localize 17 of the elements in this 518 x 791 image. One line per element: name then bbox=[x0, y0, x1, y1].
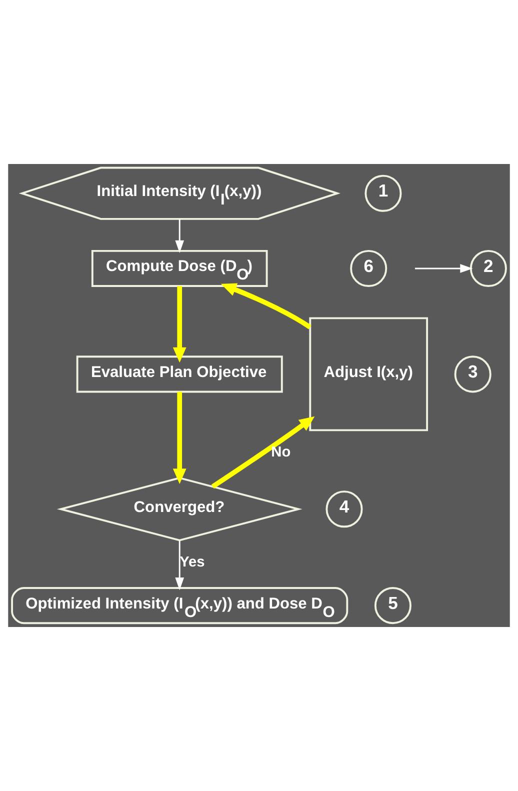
arrow bbox=[172, 286, 186, 363]
edge-label: No bbox=[271, 444, 291, 461]
node-circle: 2 bbox=[470, 250, 507, 287]
node-circle: 6 bbox=[350, 250, 388, 287]
node-circle: 1 bbox=[364, 174, 402, 212]
node-circle: 5 bbox=[374, 587, 412, 624]
node-circle: 3 bbox=[454, 356, 492, 393]
node-diamond: Converged? bbox=[56, 476, 302, 542]
arrow bbox=[175, 219, 184, 254]
node-circle: 4 bbox=[326, 490, 363, 528]
arrow bbox=[414, 264, 473, 273]
node-box: Evaluate Plan Objective bbox=[76, 356, 283, 393]
arrow bbox=[211, 416, 315, 489]
node-box: Adjust I(x,y) bbox=[309, 317, 428, 432]
arrow bbox=[172, 392, 186, 484]
arrow bbox=[175, 540, 184, 590]
arrow bbox=[220, 283, 312, 330]
